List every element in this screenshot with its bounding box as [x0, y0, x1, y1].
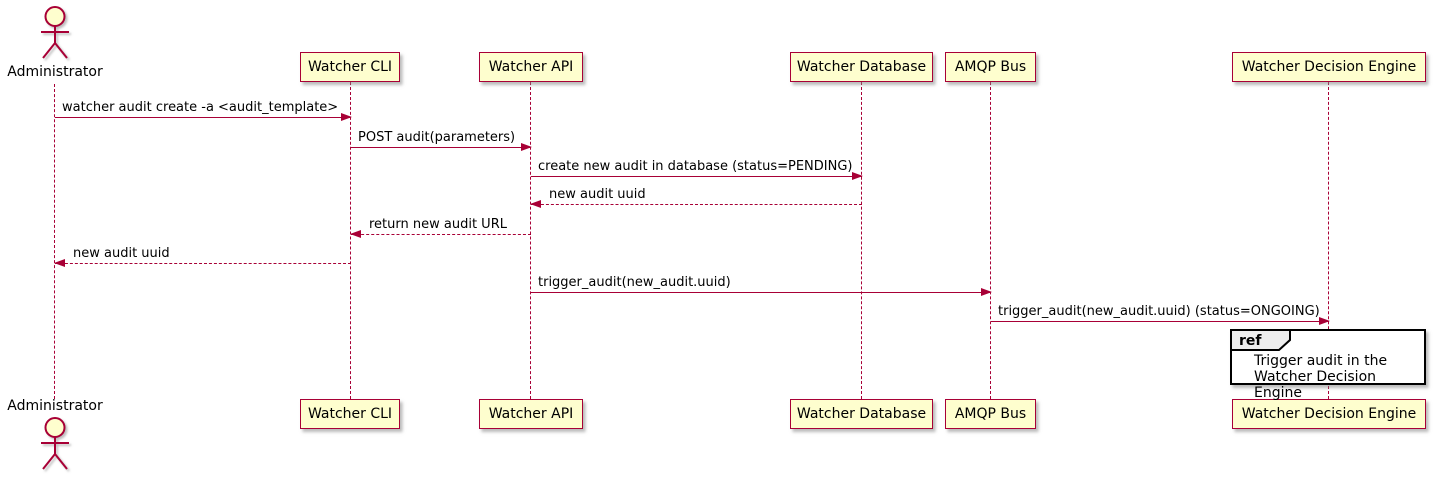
arrowhead-right-icon — [1319, 317, 1330, 325]
lifeline-watcher-api — [530, 82, 531, 399]
message-label: create new audit in database (status=PEN… — [538, 159, 853, 174]
lifeline-administrator — [54, 84, 55, 399]
message-label: watcher audit create -a <audit_template> — [62, 100, 339, 115]
lifeline-amqp-bus — [990, 82, 991, 399]
message-label: POST audit(parameters) — [358, 130, 516, 145]
participant-bottom-watcher-decision-engine: Watcher Decision Engine — [1232, 399, 1426, 429]
participant-bottom-watcher-api: Watcher API — [479, 399, 583, 429]
participant-top-watcher-cli: Watcher CLI — [300, 52, 400, 82]
message-return-audit-url: return new audit URL — [350, 217, 531, 238]
arrowhead-left-icon — [530, 200, 541, 208]
ref-fragment: ref Trigger audit in the Watcher Decisio… — [1230, 329, 1426, 401]
ref-tab-icon: ref — [1230, 329, 1291, 351]
message-audit-create: watcher audit create -a <audit_template> — [55, 100, 352, 121]
actor-label-top: Administrator — [7, 64, 103, 80]
participant-bottom-watcher-cli: Watcher CLI — [300, 399, 400, 429]
participant-bottom-watcher-database: Watcher Database — [790, 399, 933, 429]
arrowhead-right-icon — [852, 172, 863, 180]
participant-top-watcher-decision-engine: Watcher Decision Engine — [1232, 52, 1426, 82]
lifeline-watcher-cli — [350, 82, 351, 399]
participant-bottom-amqp-bus: AMQP Bus — [945, 399, 1036, 429]
ref-text: Trigger audit in the Watcher Decision En… — [1232, 331, 1424, 401]
actor-stick-figure-icon — [41, 417, 69, 470]
arrowhead-right-icon — [981, 288, 992, 296]
message-trigger-audit: trigger_audit(new_audit.uuid) — [531, 275, 992, 296]
message-label: trigger_audit(new_audit.uuid) — [538, 275, 731, 290]
arrowhead-left-icon — [54, 259, 65, 267]
message-label: new audit uuid — [73, 246, 170, 261]
ref-text-line: Watcher Decision Engine — [1254, 369, 1377, 401]
ref-text-line: Trigger audit in the — [1254, 353, 1388, 369]
lifeline-watcher-database — [861, 82, 862, 399]
message-post-audit: POST audit(parameters) — [351, 130, 532, 151]
actor-stick-figure-icon — [41, 6, 69, 59]
message-new-audit-uuid-db: new audit uuid — [530, 187, 862, 208]
message-trigger-audit-ongoing: trigger_audit(new_audit.uuid) (status=ON… — [991, 304, 1330, 325]
message-create-audit-db: create new audit in database (status=PEN… — [531, 159, 863, 180]
message-label: new audit uuid — [549, 187, 646, 202]
arrowhead-right-icon — [521, 143, 532, 151]
ref-keyword: ref — [1239, 333, 1262, 349]
arrowhead-left-icon — [350, 230, 361, 238]
message-new-audit-uuid-cli: new audit uuid — [54, 246, 351, 267]
message-label: trigger_audit(new_audit.uuid) (status=ON… — [998, 304, 1320, 319]
message-label: return new audit URL — [369, 217, 507, 232]
participant-top-amqp-bus: AMQP Bus — [945, 52, 1036, 82]
actor-label-bottom: Administrator — [7, 398, 103, 414]
arrowhead-right-icon — [341, 113, 352, 121]
participant-top-watcher-api: Watcher API — [479, 52, 583, 82]
lifeline-watcher-decision-engine — [1328, 82, 1329, 399]
participant-top-watcher-database: Watcher Database — [790, 52, 933, 82]
